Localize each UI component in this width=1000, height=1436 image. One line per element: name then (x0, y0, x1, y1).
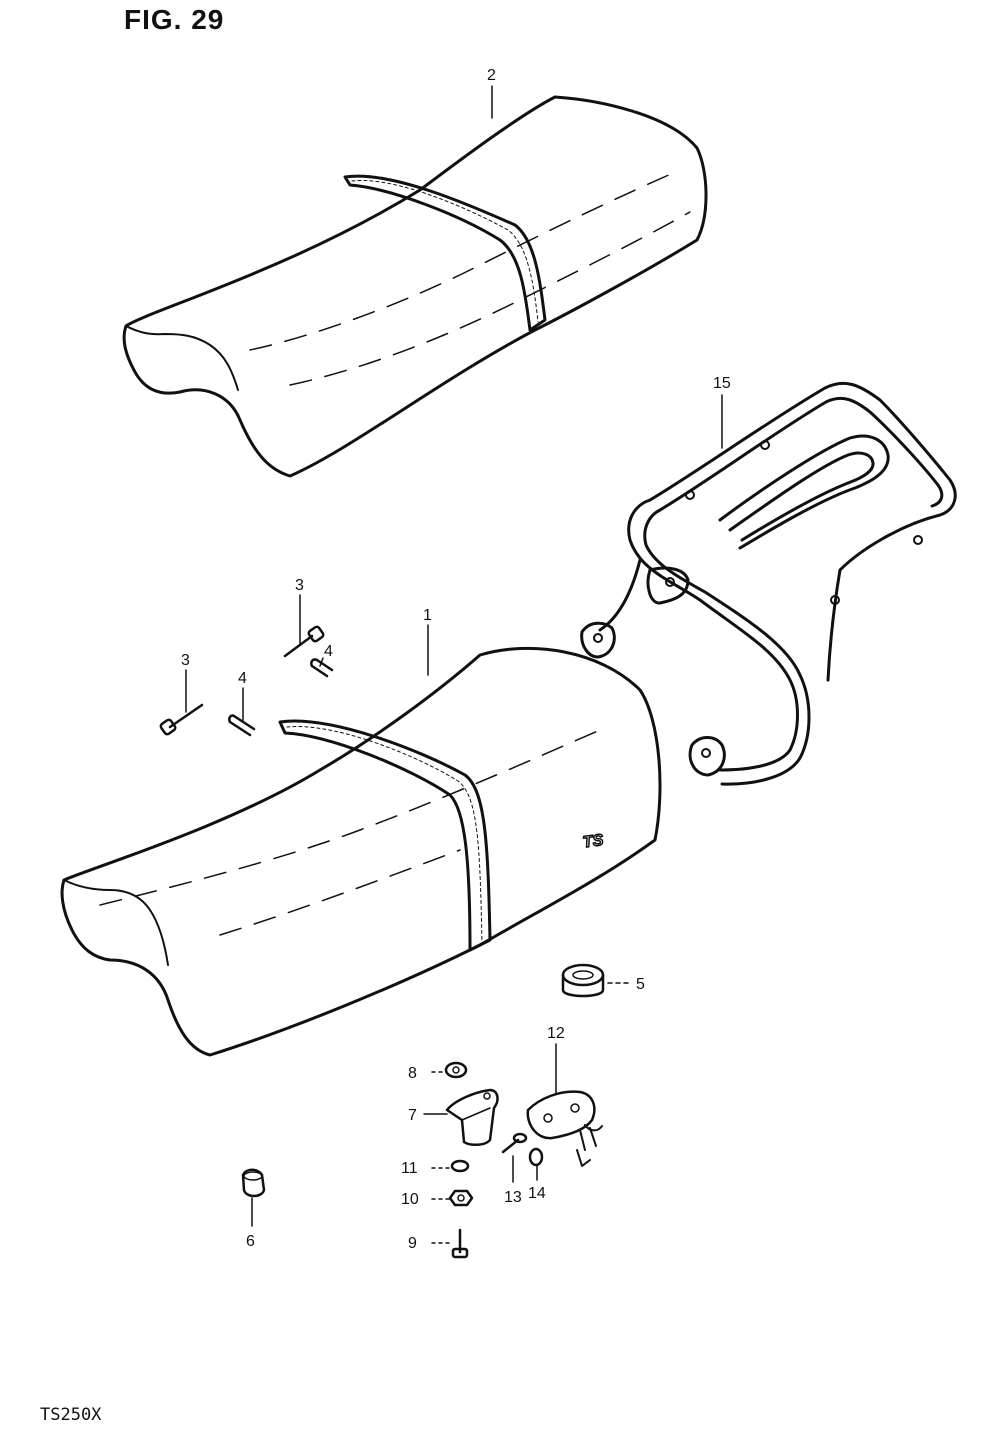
callout-4-upper: 4 (324, 643, 333, 660)
carrier-mount-4 (830, 595, 840, 605)
callout-14: 14 (528, 1185, 546, 1202)
carrier-grab-bar-inner (643, 508, 811, 786)
washer-part-8 (444, 1061, 468, 1079)
carrier-part-15 (580, 381, 957, 786)
bolt-part-9 (451, 1228, 469, 1259)
seat-1-strap (278, 719, 492, 952)
callout-11: 11 (401, 1160, 418, 1177)
seat-2-outline (122, 95, 708, 478)
seat-1-strap-stitch (286, 726, 483, 945)
seat-1-side-seam (99, 729, 601, 906)
callout-10: 10 (401, 1191, 419, 1208)
carrier-grab-bar (627, 498, 799, 772)
washer-part-14 (528, 1147, 544, 1167)
leader-4-upper (319, 657, 324, 667)
carrier-bracket-left (580, 621, 616, 659)
figure-title: FIG. 29 (124, 4, 225, 35)
seat-1-edge (63, 879, 169, 966)
seat-2-side-seam-low (289, 211, 691, 386)
washer-part-11 (450, 1159, 470, 1173)
callout-2: 2 (487, 67, 496, 84)
carrier-strut-front (598, 558, 642, 632)
seat-2-strap (343, 174, 547, 332)
callout-1: 1 (423, 607, 432, 624)
callout-labels: 2 15 1 3 4 3 4 5 12 8 7 11 14 13 10 6 9 (181, 67, 731, 1252)
seat-2-edge (125, 325, 239, 391)
callout-6: 6 (246, 1233, 255, 1250)
leader-lines (185, 85, 723, 1244)
carrier-strut-rear (826, 568, 842, 682)
carrier-bracket-center-hole (665, 577, 675, 587)
seat-2-strap-stitch (351, 179, 539, 323)
seat-1-emblem: TS (582, 832, 605, 852)
callout-5: 5 (636, 976, 645, 993)
carrier-mount-2 (685, 490, 695, 500)
carrier-bracket-right (688, 736, 726, 777)
carrier-bracket-center (646, 566, 690, 605)
screw-part-13 (501, 1132, 528, 1154)
carrier-loop-inner (728, 451, 875, 542)
carrier-rail-inner (658, 396, 944, 512)
callout-12: 12 (547, 1025, 565, 1042)
carrier-rail-outer (648, 381, 957, 572)
bolt-part-3-lower (159, 703, 204, 736)
callout-7: 7 (408, 1107, 417, 1124)
carrier-bracket-right-hole (701, 748, 711, 758)
callout-9: 9 (408, 1235, 417, 1252)
seat-1-side-seam-low (219, 849, 461, 936)
seat-part-1: TS (60, 646, 662, 1057)
model-code: TS250X (40, 1405, 102, 1425)
callout-3-upper: 3 (295, 577, 304, 594)
callout-13: 13 (504, 1189, 522, 1206)
callout-15: 15 (713, 375, 731, 392)
cushion-part-6 (241, 1168, 266, 1198)
pin-part-4-lower (228, 714, 256, 737)
bracket-part-7 (445, 1088, 499, 1146)
cushion-part-5 (561, 963, 605, 998)
callout-3-lower: 3 (181, 652, 190, 669)
carrier-bracket-left-hole (593, 633, 603, 643)
bolt-part-3-upper (283, 625, 325, 658)
callout-8: 8 (408, 1065, 417, 1082)
nut-part-10 (448, 1189, 474, 1207)
seat-2-side-seam (249, 169, 681, 351)
seat-lock-part-12 (526, 1090, 603, 1167)
carrier-mount-3 (913, 535, 923, 545)
carrier-mount-1 (760, 440, 770, 450)
pin-part-4-upper (310, 658, 334, 678)
callout-4-lower: 4 (238, 670, 247, 687)
carrier-loop (718, 434, 890, 550)
seat-part-2 (122, 95, 708, 478)
